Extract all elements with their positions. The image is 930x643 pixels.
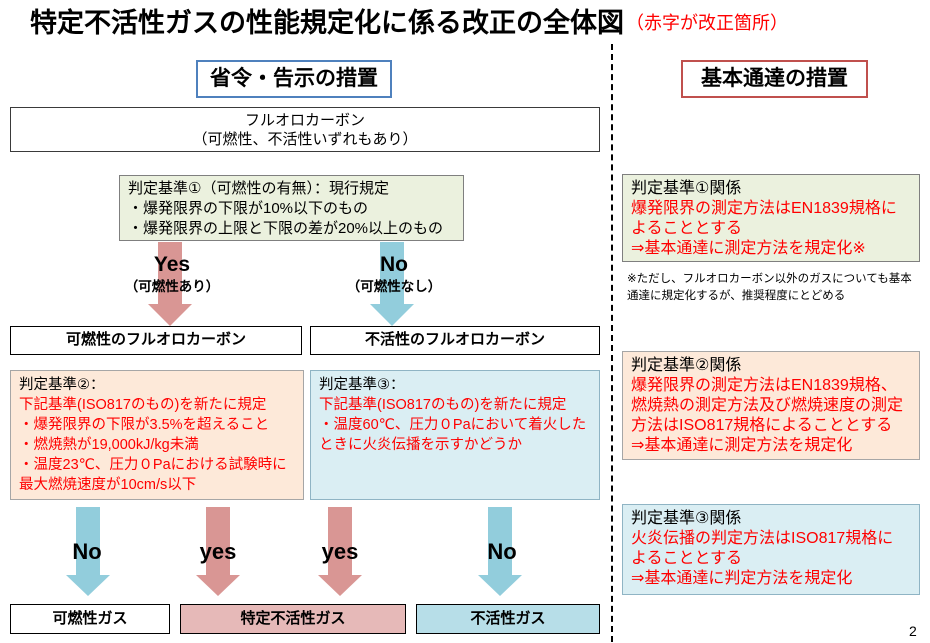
section-divider	[611, 44, 613, 642]
criterion1-heading: 判定基準①（可燃性の有無）：現行規定	[128, 180, 389, 197]
notice-criterion1-line: よることとする	[631, 220, 743, 237]
arrow-shape	[370, 242, 414, 326]
outcome-arrow-no-flammable	[66, 507, 110, 596]
title-revision-note: （赤字が改正箇所）	[626, 13, 788, 33]
footnote: ※ただし、フルオロカーボン以外のガスについても基本 通達に規定化するが、推奨程度…	[627, 271, 912, 305]
notice-criterion1-line: 爆発限界の測定方法はEN1839規格に	[631, 200, 897, 217]
arrow-shape	[196, 507, 240, 596]
ordinance-section-header: 省令・告示の措置	[196, 60, 392, 98]
criterion2-line: 下記基準(ISO817のもの)を新たに規定	[19, 397, 267, 413]
branch-yes-text: Yes	[153, 253, 191, 276]
inert-gas-box: 不活性ガス	[416, 604, 600, 634]
fluorocarbon-source-box: フルオロカーボン （可燃性、不活性いずれもあり）	[10, 107, 600, 152]
notice-criterion1-line: ⇒基本通達に測定方法を規定化※	[631, 240, 866, 257]
branch-no-text: No	[380, 253, 408, 276]
branch-yes-sub: （可燃性あり）	[124, 279, 220, 294]
footnote-line: 通達に規定化するが、推奨程度にとどめる	[627, 290, 846, 302]
no-inert-down-arrow	[370, 242, 414, 326]
arrow-shape	[148, 242, 192, 326]
notice-criterion2-heading: 判定基準②関係	[631, 357, 742, 374]
criterion1-box: 判定基準①（可燃性の有無）：現行規定 ・爆発限界の下限が10%以下のもの ・爆発…	[119, 175, 464, 241]
criterion2-line: ・燃焼熱が19,000kJ/kg未満	[19, 437, 199, 453]
outcome-arrow-yes-specified-from-3	[318, 507, 362, 596]
branch-no-sub: （可燃性なし）	[346, 279, 442, 294]
notice-criterion2-line: 爆発限界の測定方法はEN1839規格、	[631, 377, 897, 394]
specified-inert-gas-box: 特定不活性ガス	[180, 604, 406, 634]
arrow-shape	[318, 507, 362, 596]
title-main: 特定不活性ガスの性能規定化に係る改正の全体図	[30, 8, 624, 38]
criterion1-item: ・爆発限界の上限と下限の差が20%以上のもの	[128, 220, 444, 237]
criterion3-box: 判定基準③： 下記基準(ISO817のもの)を新たに規定 ・温度60℃、圧力０P…	[310, 370, 600, 500]
notice-criterion2-box: 判定基準②関係 爆発限界の測定方法はEN1839規格、 燃焼熱の測定方法及び燃焼…	[622, 351, 920, 460]
notice-criterion1-heading: 判定基準①関係	[631, 180, 742, 197]
outcome-arrow-label: No	[72, 539, 102, 564]
footnote-line: ※ただし、フルオロカーボン以外のガスについても基本	[627, 273, 912, 285]
criterion3-line: ときに火炎伝播を示すかどうか	[319, 437, 522, 453]
outcome-arrow-label: No	[487, 539, 517, 564]
arrow-shape	[478, 507, 522, 596]
notice-criterion2-line: 方法はISO817規格によることとする	[631, 417, 893, 434]
criterion3-line: ・温度60℃、圧力０Paにおいて着火した	[319, 417, 587, 433]
source-description: （可燃性、不活性いずれもあり）	[192, 131, 418, 148]
source-name: フルオロカーボン	[244, 112, 365, 129]
notice-criterion3-heading: 判定基準③関係	[631, 510, 742, 527]
notice-criterion2-line: ⇒基本通達に測定方法を規定化	[631, 437, 853, 454]
arrow-shape	[66, 507, 110, 596]
flammable-fluorocarbon-box: 可燃性のフルオロカーボン	[10, 326, 302, 355]
criterion3-heading: 判定基準③：	[319, 377, 405, 393]
notice-criterion3-box: 判定基準③関係 火炎伝播の判定方法はISO817規格に よることとする ⇒基本通…	[622, 504, 920, 595]
notice-criterion3-line: よることとする	[631, 550, 743, 567]
branch-no-label: No （可燃性なし）	[329, 252, 459, 296]
criterion2-box: 判定基準②： 下記基準(ISO817のもの)を新たに規定 ・爆発限界の下限が3.…	[10, 370, 304, 500]
outcome-arrow-label: yes	[199, 539, 237, 564]
criterion2-line: 最大燃焼速度が10cm/s以下	[19, 477, 197, 493]
notice-criterion2-line: 燃焼熱の測定方法及び燃焼速度の測定	[631, 397, 904, 414]
outcome-arrow-yes-specified-from-2	[196, 507, 240, 596]
yes-flammable-down-arrow	[148, 242, 192, 326]
inert-fluorocarbon-box: 不活性のフルオロカーボン	[310, 326, 600, 355]
criterion2-line: ・爆発限界の下限が3.5%を超えること	[19, 417, 270, 433]
page-title: 特定不活性ガスの性能規定化に係る改正の全体図（赤字が改正箇所）	[30, 4, 788, 42]
flammable-gas-box: 可燃性ガス	[10, 604, 170, 634]
notice-criterion1-box: 判定基準①関係 爆発限界の測定方法はEN1839規格に よることとする ⇒基本通…	[622, 174, 920, 262]
criterion3-line: 下記基準(ISO817のもの)を新たに規定	[319, 397, 567, 413]
notice-criterion3-line: ⇒基本通達に判定方法を規定化	[631, 570, 853, 587]
criterion1-item: ・爆発限界の下限が10%以下のもの	[128, 200, 369, 217]
criterion2-line: ・温度23℃、圧力０Paにおける試験時に	[19, 457, 287, 473]
outcome-arrow-no-inert	[478, 507, 522, 596]
page-number: 2	[909, 623, 917, 639]
notice-criterion3-line: 火炎伝播の判定方法はISO817規格に	[631, 530, 894, 547]
outcome-arrow-label: yes	[321, 539, 359, 564]
notice-section-header: 基本通達の措置	[681, 60, 868, 98]
criterion2-heading: 判定基準②：	[19, 377, 105, 393]
branch-yes-label: Yes （可燃性あり）	[107, 252, 237, 296]
